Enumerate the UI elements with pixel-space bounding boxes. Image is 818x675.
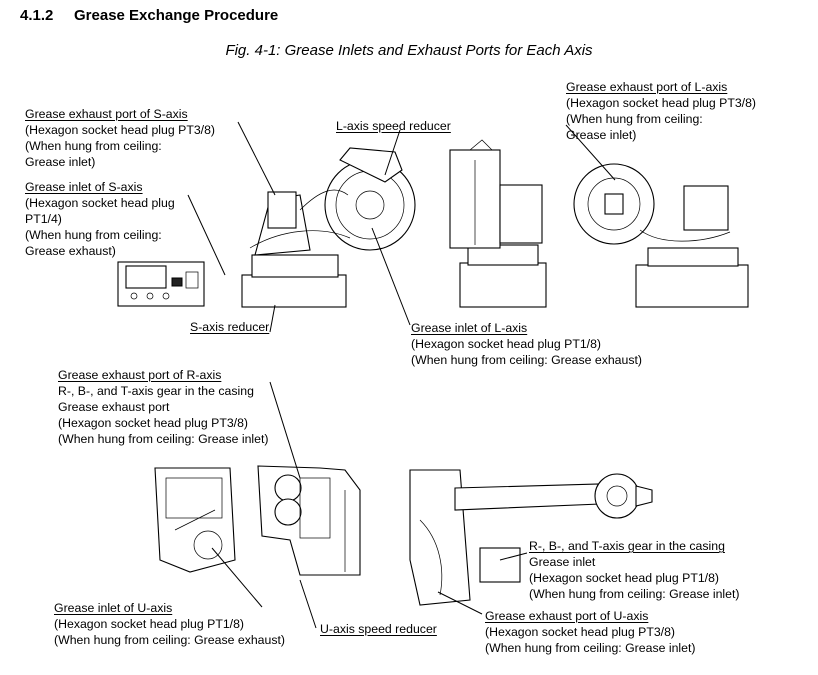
u-axis-center-view bbox=[257, 465, 361, 576]
section-number: 4.1.2 bbox=[20, 7, 54, 24]
section-title: Grease Exchange Procedure bbox=[74, 7, 279, 24]
figure-caption: Fig. 4-1: Grease Inlets and Exhaust Port… bbox=[225, 42, 593, 59]
s-axis-inlet-callout: Grease inlet of S-axis (Hexagon socket h… bbox=[25, 180, 175, 258]
section-heading: 4.1.2 Grease Exchange Procedure bbox=[20, 7, 278, 24]
s-axis-back-view bbox=[117, 261, 205, 307]
l-axis-inlet-callout: Grease inlet of L-axis (Hexagon socket h… bbox=[411, 321, 643, 367]
robot-front-view bbox=[449, 139, 547, 308]
l-axis-reducer-callout: L-axis speed reducer bbox=[336, 119, 451, 133]
u-axis-exhaust-callout: Grease exhaust port of U-axis (Hexagon s… bbox=[485, 609, 696, 655]
u-axis-arm-view bbox=[409, 469, 653, 606]
l-axis-exhaust-callout: Grease exhaust port of L-axis (Hexagon s… bbox=[566, 80, 757, 142]
robot-side-view bbox=[241, 147, 416, 308]
u-axis-reducer-callout: U-axis speed reducer bbox=[320, 622, 437, 636]
s-axis-exhaust-callout: Grease exhaust port of S-axis (Hexagon s… bbox=[25, 107, 216, 169]
robot-rear-view bbox=[573, 163, 749, 308]
s-axis-reducer-callout: S-axis reducer bbox=[190, 320, 270, 334]
leader-lines bbox=[187, 121, 616, 629]
u-axis-left-view bbox=[154, 467, 236, 573]
r-axis-exhaust-callout: Grease exhaust port of R-axis R-, B-, an… bbox=[58, 368, 269, 446]
rbt-axis-inlet-callout: R-, B-, and T-axis gear in the casing Gr… bbox=[529, 539, 740, 601]
u-axis-inlet-callout: Grease inlet of U-axis (Hexagon socket h… bbox=[54, 601, 286, 647]
